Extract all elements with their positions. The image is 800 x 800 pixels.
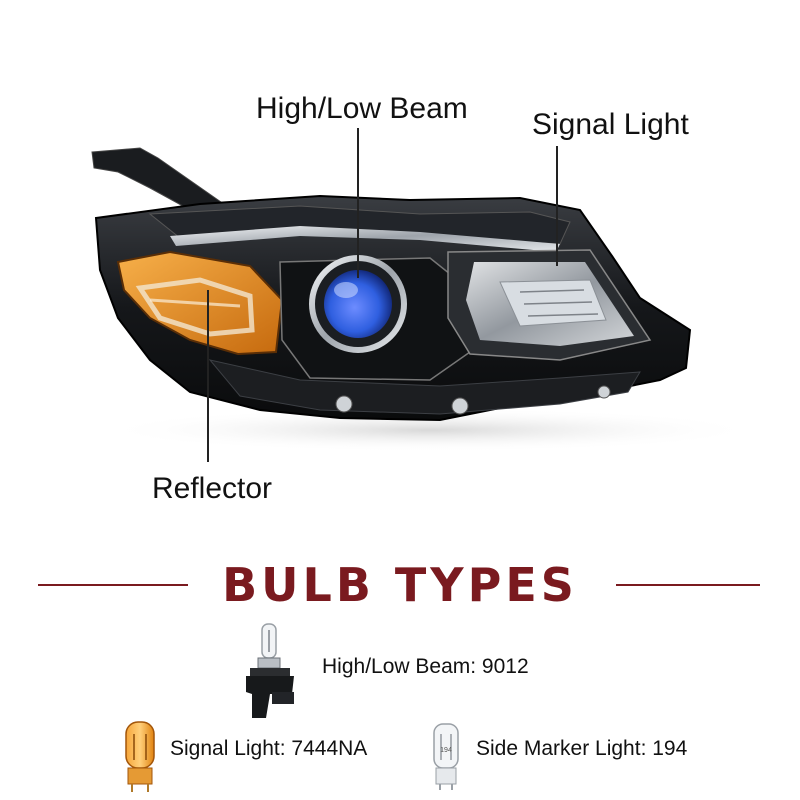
bulb-194-icon: 194 bbox=[433, 723, 459, 790]
bulb-7444na-label: Signal Light: 7444NA bbox=[170, 737, 368, 760]
signal-light-callout: Signal Light bbox=[532, 108, 689, 141]
bulb-194-label: Side Marker Light: 194 bbox=[476, 737, 688, 760]
reflector-leader bbox=[207, 290, 209, 462]
bulb-9012-label: High/Low Beam: 9012 bbox=[322, 655, 529, 678]
headlight-image bbox=[91, 147, 760, 452]
high-low-beam-callout: High/Low Beam bbox=[256, 92, 468, 125]
bulb-types-heading: BULB TYPES bbox=[222, 558, 578, 612]
signal-light-leader bbox=[556, 146, 558, 266]
bulb-9012-icon bbox=[246, 623, 294, 718]
amber-inner-chrome bbox=[135, 277, 255, 337]
heading-rule-right bbox=[616, 584, 760, 586]
projector-lens bbox=[324, 270, 392, 338]
chrome-strip bbox=[170, 226, 560, 252]
bulb-7444na-icon bbox=[125, 721, 155, 792]
high-low-beam-leader bbox=[357, 128, 359, 278]
bulb-194-print: 194 bbox=[440, 747, 452, 754]
reflector-callout: Reflector bbox=[152, 472, 273, 505]
ground-shadow bbox=[100, 408, 760, 452]
heading-rule-left bbox=[38, 584, 188, 586]
lower-trim bbox=[208, 359, 641, 415]
